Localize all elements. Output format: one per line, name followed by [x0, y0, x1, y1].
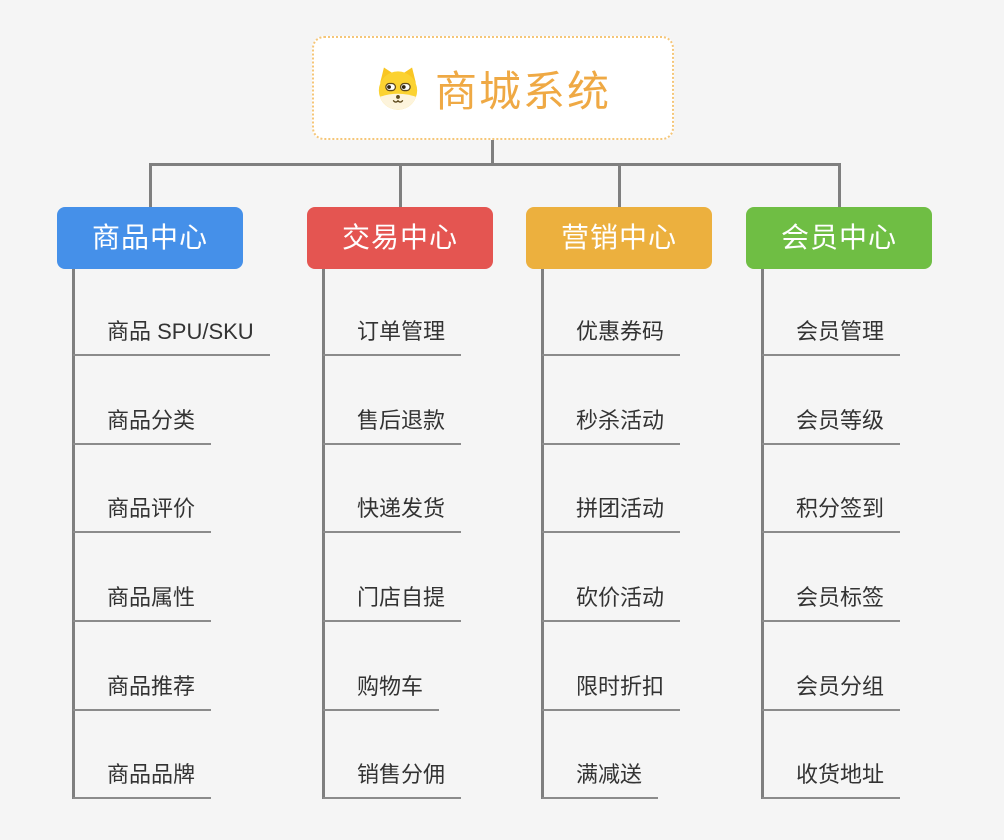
- leaf-node[interactable]: 砍价活动: [542, 574, 681, 622]
- leaf-node[interactable]: 会员标签: [762, 574, 901, 622]
- leaf-node[interactable]: 限时折扣: [542, 663, 681, 711]
- leaf-node[interactable]: 优惠券码: [542, 308, 681, 356]
- leaf-node[interactable]: 收货地址: [762, 751, 901, 799]
- branch-product-center: 商品中心 商品 SPU/SKU 商品分类 商品评价 商品属性 商品推荐 商品品牌: [57, 207, 297, 840]
- branch-connector-line: [761, 269, 764, 799]
- leaf-node[interactable]: 订单管理: [323, 308, 462, 356]
- branch-trade-center: 交易中心 订单管理 售后退款 快递发货 门店自提 购物车 销售分佣: [307, 207, 547, 840]
- leaf-node[interactable]: 门店自提: [323, 574, 462, 622]
- leaf-node[interactable]: 快递发货: [323, 485, 462, 533]
- leaf-node[interactable]: 商品属性: [73, 574, 212, 622]
- branch-node-marketing-center[interactable]: 营销中心: [526, 207, 712, 269]
- branch-node-member-center[interactable]: 会员中心: [746, 207, 932, 269]
- leaf-node[interactable]: 售后退款: [323, 397, 462, 445]
- shiba-dog-icon: [375, 65, 421, 111]
- leaf-node[interactable]: 会员管理: [762, 308, 901, 356]
- leaf-node[interactable]: 商品 SPU/SKU: [73, 308, 270, 356]
- connector-drop-1: [149, 165, 152, 207]
- leaf-node[interactable]: 商品品牌: [73, 751, 212, 799]
- leaf-node[interactable]: 商品分类: [73, 397, 212, 445]
- root-title: 商城系统: [434, 67, 611, 115]
- branch-member-center: 会员中心 会员管理 会员等级 积分签到 会员标签 会员分组 收货地址: [746, 207, 986, 840]
- leaf-node[interactable]: 积分签到: [762, 485, 901, 533]
- connector-drop-4: [838, 165, 841, 207]
- connector-root-stem: [491, 140, 494, 164]
- leaf-node[interactable]: 销售分佣: [323, 751, 462, 799]
- branch-node-trade-center[interactable]: 交易中心: [307, 207, 493, 269]
- connector-bus-line: [149, 163, 841, 166]
- connector-drop-2: [399, 165, 402, 207]
- branch-node-product-center[interactable]: 商品中心: [57, 207, 243, 269]
- leaf-node[interactable]: 会员分组: [762, 663, 901, 711]
- leaf-node[interactable]: 拼团活动: [542, 485, 681, 533]
- leaf-node[interactable]: 会员等级: [762, 397, 901, 445]
- root-node[interactable]: 商城系统: [312, 36, 674, 140]
- connector-drop-3: [618, 165, 621, 207]
- branch-marketing-center: 营销中心 优惠券码 秒杀活动 拼团活动 砍价活动 限时折扣 满减送: [526, 207, 766, 840]
- leaf-node[interactable]: 购物车: [323, 663, 440, 711]
- branch-connector-line: [72, 269, 75, 799]
- branch-connector-line: [541, 269, 544, 799]
- leaf-node[interactable]: 商品评价: [73, 485, 212, 533]
- leaf-node[interactable]: 秒杀活动: [542, 397, 681, 445]
- leaf-node[interactable]: 商品推荐: [73, 663, 212, 711]
- leaf-node[interactable]: 满减送: [542, 751, 659, 799]
- branch-connector-line: [322, 269, 325, 799]
